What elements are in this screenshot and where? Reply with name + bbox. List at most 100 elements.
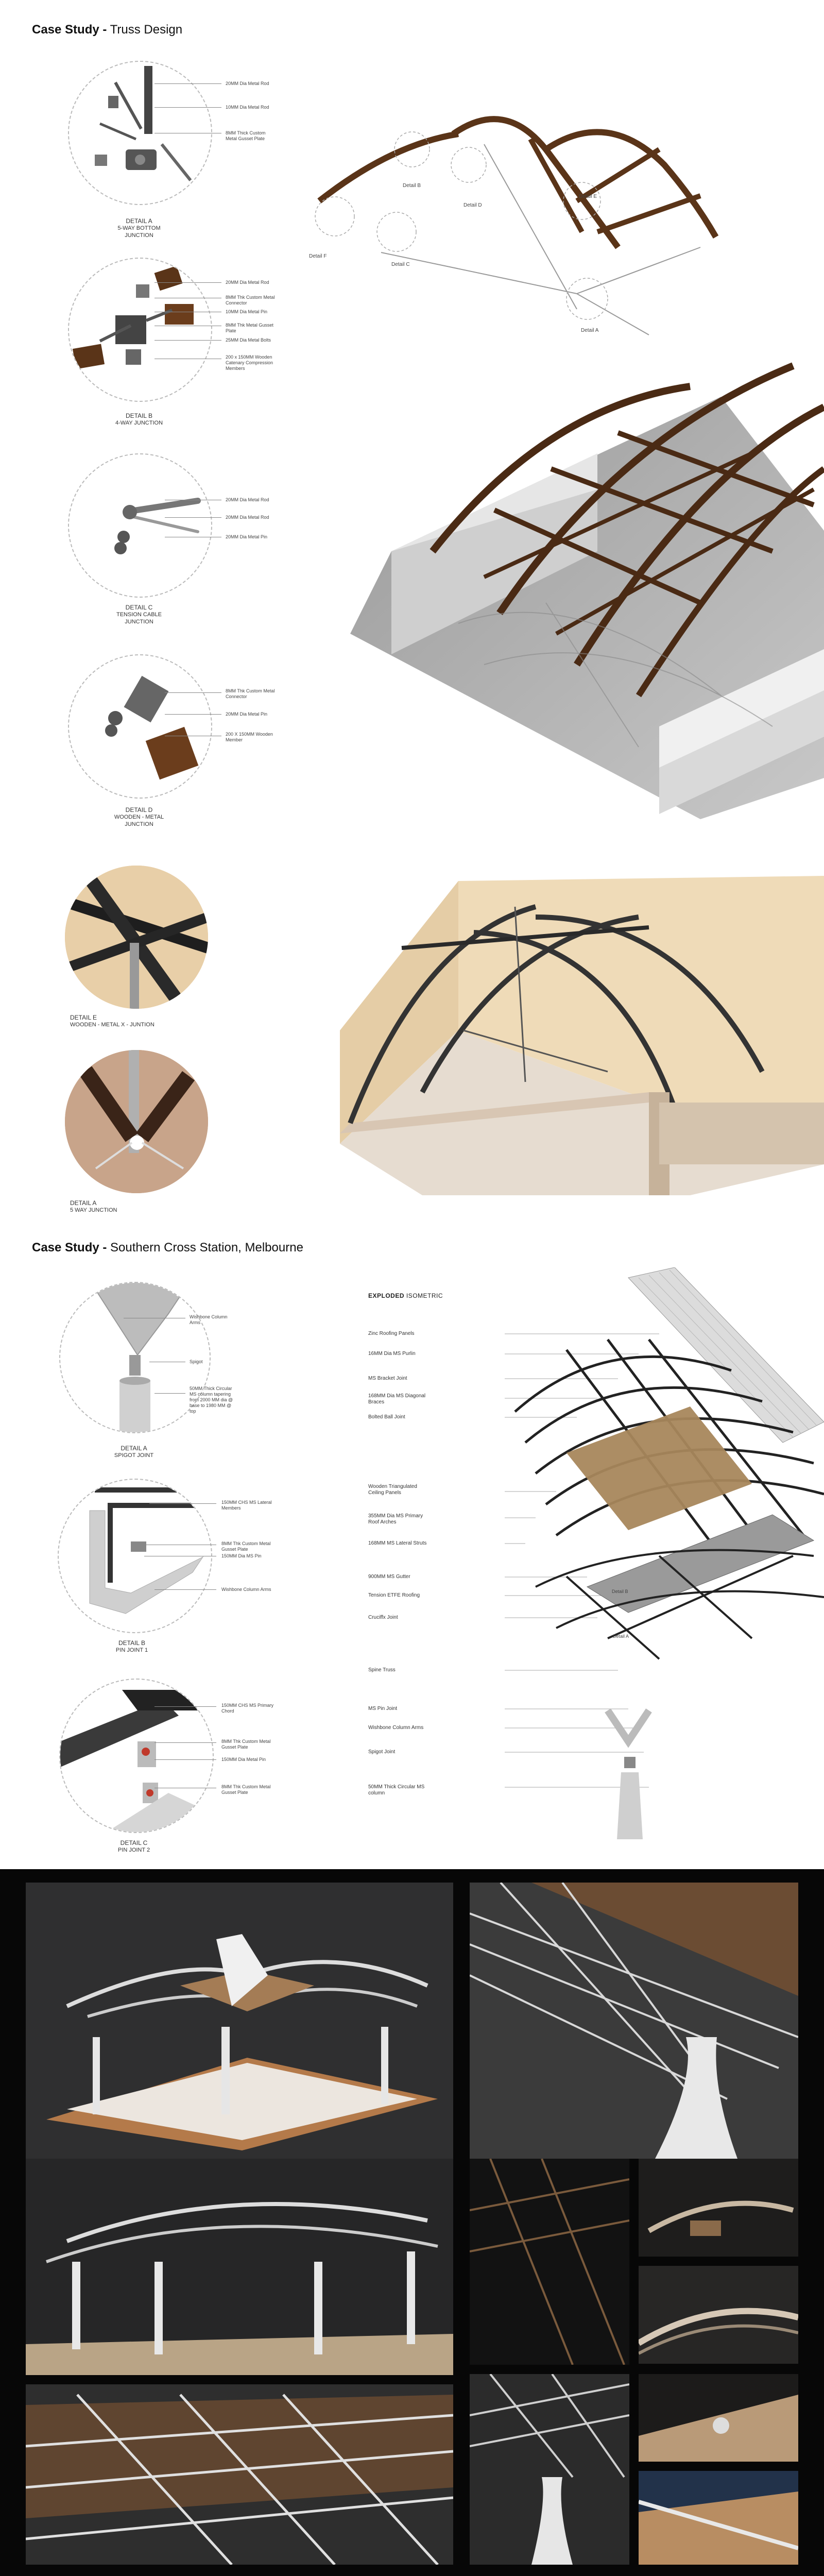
scs-callout-a-1: Wishbone Column Arms (190, 1314, 228, 1325)
model-photo-8-drawing (470, 2374, 629, 2565)
section-title-rest: Truss Design (107, 23, 183, 37)
model-photo-6 (639, 2266, 798, 2364)
scs-callout-c-2: 8MM Thk Custom Metal Gusset Plate (221, 1739, 271, 1750)
model-photo-6-drawing (639, 2266, 798, 2364)
callout-detail-b-4: 8MM Thk Metal Gusset Plate (226, 323, 273, 333)
expl-label-lateral-struts: 168MM MS Lateral Struts (368, 1540, 427, 1546)
detail-c-caption-2: JUNCTION (125, 619, 153, 625)
scs-detail-a-drawing (91, 1283, 190, 1432)
model-photo-1 (26, 1883, 453, 2159)
detail-d-circle (68, 654, 212, 799)
model-photo-strip (0, 1869, 824, 2576)
scs-detail-c-caption: DETAIL C PIN JOINT 2 (82, 1839, 185, 1854)
scs-detail-a-caption: DETAIL A SPIGOT JOINT (82, 1445, 185, 1459)
model-photo-3-drawing (26, 2159, 453, 2375)
detail-e-photo-drawing (65, 866, 208, 1009)
scs-detail-b-caption: DETAIL B PIN JOINT 1 (80, 1639, 183, 1654)
section-title-bold-2: Case Study - (32, 1241, 107, 1255)
detail-b-drawing (72, 265, 194, 369)
scs-detail-b-caption-text: PIN JOINT 1 (115, 1647, 148, 1653)
scs-callout-b-2: 8MM Thk Custom Metal Gusset Plate (221, 1541, 271, 1552)
expl-label-diagonal-braces: 168MM Dia MS Diagonal Braces (368, 1393, 426, 1405)
exploded-title-bold: EXPLODED (368, 1292, 405, 1299)
truss-isometric-render (350, 362, 824, 819)
expl-label-pin-joint: MS Pin Joint (368, 1706, 398, 1711)
leader-line (154, 1393, 185, 1394)
detail-c-name: DETAIL C (125, 604, 153, 611)
model-photo-7-drawing (26, 2384, 453, 2565)
detail-c-caption: DETAIL C TENSION CABLE JUNCTION (88, 604, 191, 625)
iso-label-detail-a: Detail A (581, 328, 599, 333)
expl-label-etfe-roofing: Tension ETFE Roofing (368, 1592, 420, 1598)
expl-label-zinc-roofing: Zinc Roofing Panels (368, 1331, 415, 1336)
detail-a-caption: DETAIL A 5-WAY BOTTOM JUNCTION (88, 217, 191, 239)
callout-detail-d-1: 8MM Thk Custom Metal Connector (226, 688, 275, 699)
model-photo-4-drawing (470, 2159, 629, 2365)
leader-line (154, 1589, 216, 1590)
scs-detail-c-circle (59, 1679, 214, 1833)
scs-detail-a-name: DETAIL A (121, 1445, 147, 1452)
expl-label-gutter: 900MM MS Gutter (368, 1574, 410, 1580)
scs-callout-c-3: 150MM Dia Metal Pin (221, 1757, 266, 1762)
model-photo-7 (26, 2384, 453, 2565)
scs-callout-a-2: Spigot (190, 1359, 203, 1364)
detail-b-caption-1: 4-WAY JUNCTION (115, 420, 163, 426)
leader-line (154, 340, 221, 341)
callout-detail-a-1: 20MM Dia Metal Rod (226, 81, 269, 86)
model-photo-10 (639, 2471, 798, 2565)
leader-line (165, 714, 221, 715)
leader-line (165, 517, 221, 518)
detail-e-caption: DETAIL E WOODEN - METAL X - JUNTION (70, 1014, 204, 1028)
model-photo-8 (470, 2374, 629, 2565)
scs-callout-b-1: 150MM CHS MS Lateral Members (221, 1500, 272, 1511)
callout-detail-b-3: 10MM Dia Metal Pin (226, 309, 268, 314)
callout-detail-b-1: 20MM Dia Metal Rod (226, 280, 269, 285)
leader-line (154, 1759, 216, 1760)
callout-detail-d-3: 200 X 150MM Wooden Member (226, 732, 273, 742)
scs-callout-b-3: 150MM Dia MS Pin (221, 1553, 262, 1558)
detail-a-caption-1: 5-WAY BOTTOM (117, 225, 161, 231)
detail-b-name: DETAIL B (125, 412, 152, 419)
leader-line (154, 1742, 216, 1743)
metal-truss-render (340, 876, 824, 1195)
scs-detail-a-caption-text: SPIGOT JOINT (114, 1452, 154, 1459)
scs-callout-c-4: 8MM Thk Custom Metal Gusset Plate (221, 1784, 271, 1795)
detail-d-name: DETAIL D (125, 806, 153, 814)
detail-a-photo-caption-text: 5 WAY JUNCTION (70, 1207, 117, 1213)
model-photo-2 (470, 1883, 798, 2159)
scs-detail-c-drawing (60, 1690, 213, 1832)
detail-e-caption-text: WOODEN - METAL X - JUNTION (70, 1022, 154, 1028)
callout-detail-d-2: 20MM Dia Metal Pin (226, 711, 268, 717)
iso-label-detail-d: Detail D (464, 202, 482, 208)
iso-label-detail-f: Detail F (309, 253, 327, 259)
model-photo-3 (26, 2159, 453, 2375)
detail-d-drawing (105, 675, 199, 780)
leader-line (149, 1503, 216, 1504)
detail-d-caption-2: JUNCTION (125, 821, 153, 827)
callout-detail-c-2: 20MM Dia Metal Rod (226, 515, 269, 520)
detail-b-caption: DETAIL B 4-WAY JUNCTION (88, 412, 191, 427)
model-photo-1-drawing (26, 1883, 453, 2159)
exploded-isometric-drawing (505, 1267, 824, 1839)
model-photo-10-drawing (639, 2471, 798, 2565)
expl-label-spine-truss: Spine Truss (368, 1667, 396, 1673)
leader-line (154, 83, 221, 84)
expl-label-ball-joint: Bolted Ball Joint (368, 1414, 405, 1420)
exploded-isometric-title: EXPLODED ISOMETRIC (368, 1292, 443, 1299)
iso-label-detail-b: Detail B (403, 183, 421, 189)
detail-c-caption-1: TENSION CABLE (116, 612, 162, 618)
callout-detail-a-2: 10MM Dia Metal Rod (226, 105, 269, 110)
exploded-title-rest: ISOMETRIC (404, 1292, 443, 1299)
leader-line (154, 1706, 216, 1707)
detail-a-photo-drawing (65, 1050, 208, 1193)
section-title-southern-cross: Case Study - Southern Cross Station, Mel… (32, 1241, 303, 1255)
model-photo-4 (470, 2159, 629, 2365)
section-title-bold: Case Study - (32, 23, 107, 37)
expl-label-bracket-joint: MS Bracket Joint (368, 1376, 407, 1381)
leader-line (154, 107, 221, 108)
detail-a-drawing (95, 66, 192, 181)
detail-c-circle (68, 453, 212, 598)
detail-a-caption-2: JUNCTION (125, 232, 153, 239)
model-photo-9-drawing (639, 2374, 798, 2462)
detail-e-name: DETAIL E (70, 1014, 97, 1021)
